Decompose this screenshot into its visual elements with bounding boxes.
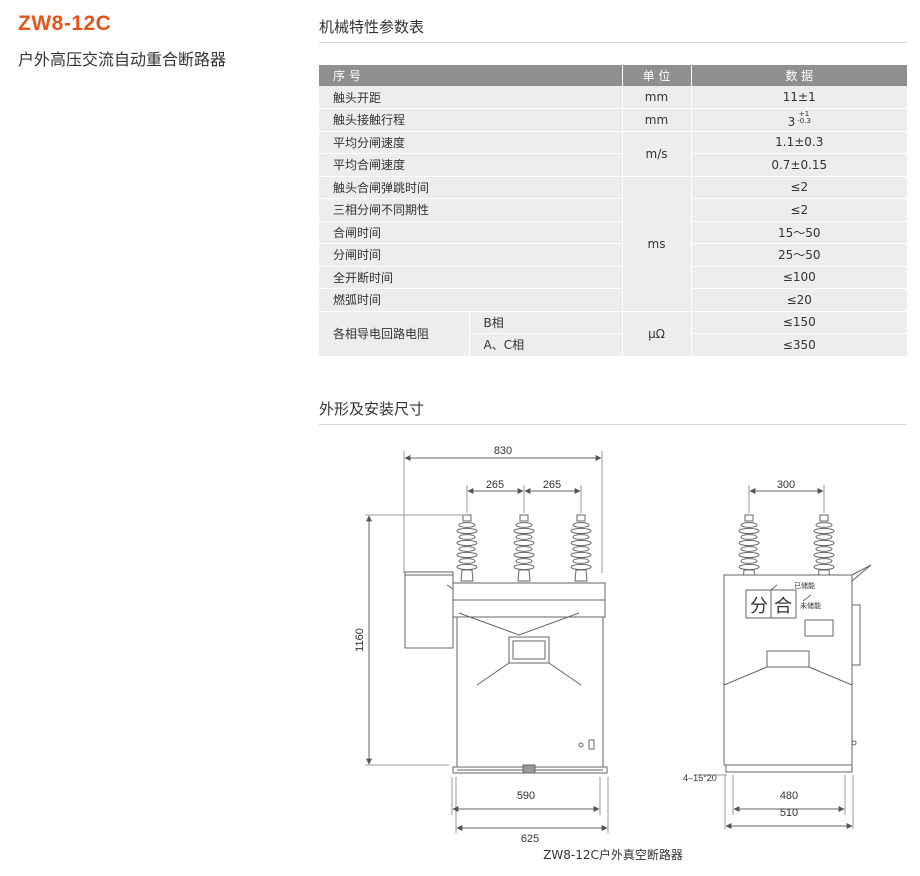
tolerance-minus: -0.3 — [797, 116, 811, 125]
table-row: 平均合闸速度 0.7±0.15 — [319, 153, 907, 177]
dim-front-height: 1160 — [354, 628, 366, 652]
param-unit: mm — [622, 108, 692, 132]
param-unit: μΩ — [622, 311, 692, 357]
table-row: 触头开距 mm 11±1 — [319, 86, 907, 109]
param-value: ≤20 — [691, 288, 907, 312]
drawing-caption: ZW8-12C户外真空断路器 — [543, 848, 683, 862]
param-unit: ms — [622, 176, 692, 312]
table-row: A、C相 ≤350 — [319, 333, 907, 357]
table-row: 分闸时间 25～50 — [319, 243, 907, 267]
params-heading-rule — [319, 42, 907, 43]
column-header-unit: 单 位 — [622, 65, 692, 86]
table-row: 平均分闸速度 m/s 1.1±0.3 — [319, 131, 907, 177]
tolerance: +1-0.3 — [797, 109, 811, 125]
param-subname: B相 — [469, 311, 623, 334]
param-name: 触头合闸弹跳时间 — [319, 176, 623, 199]
param-value: 1.1±0.3 — [691, 131, 907, 154]
table-row: 燃弧时间 ≤20 — [319, 288, 907, 312]
param-value: 25～50 — [691, 243, 907, 267]
param-subname: A、C相 — [469, 333, 623, 357]
table-row: 三相分闸不同期性 ≤2 — [319, 198, 907, 222]
param-unit: m/s — [622, 131, 692, 177]
table-row: 合闸时间 15～50 — [319, 221, 907, 244]
label-charged: 已储能 — [794, 581, 815, 590]
table-row: 触头合闸弹跳时间 ms ≤2 — [319, 176, 907, 312]
param-name: 平均合闸速度 — [319, 153, 623, 177]
table-row: 触头接触行程 mm 3+1-0.3 — [319, 108, 907, 132]
dim-side-mounting-holes: 4–15°20 — [683, 773, 717, 783]
param-value: 3+1-0.3 — [691, 108, 907, 132]
outline-drawing: 830 265 265 1160 590 625 300 分 合 已储能 未储能… — [354, 445, 872, 843]
param-name: 平均分闸速度 — [319, 131, 623, 154]
column-header-name: 序 号 — [319, 65, 623, 86]
column-header-value: 数 据 — [691, 65, 907, 86]
param-name: 全开断时间 — [319, 266, 623, 289]
param-value: 11±1 — [691, 86, 907, 109]
param-name: 触头接触行程 — [319, 108, 623, 132]
model-subtitle: 户外高压交流自动重合断路器 — [18, 50, 227, 69]
model-title: ZW8-12C — [18, 12, 112, 35]
dim-side-base-outer: 510 — [780, 807, 798, 819]
param-value: ≤100 — [691, 266, 907, 289]
params-heading: 机械特性参数表 — [319, 18, 425, 36]
panel-text-open: 分 — [750, 596, 768, 616]
param-value: ≤2 — [691, 198, 907, 222]
table-row: 全开断时间 ≤100 — [319, 266, 907, 289]
param-value: ≤150 — [691, 311, 907, 334]
param-value: ≤2 — [691, 176, 907, 199]
param-name: 合闸时间 — [319, 221, 623, 244]
dim-front-total-width: 830 — [494, 445, 512, 457]
side-view — [694, 485, 872, 829]
table-row: 各相导电回路电阻 B相 μΩ ≤150 — [319, 311, 907, 357]
table-header-row: 序 号 单 位 数 据 — [319, 65, 907, 86]
dim-front-pole-spacing-left: 265 — [486, 479, 504, 491]
param-name: 三相分闸不同期性 — [319, 198, 623, 222]
drawing-heading: 外形及安装尺寸 — [319, 400, 425, 418]
param-value: ≤350 — [691, 333, 907, 357]
param-value: 15～50 — [691, 221, 907, 244]
panel-text-close: 合 — [774, 596, 792, 616]
param-name: 燃弧时间 — [319, 288, 623, 312]
dim-side-base-inner: 480 — [780, 790, 798, 802]
param-name: 分闸时间 — [319, 243, 623, 267]
param-name: 各相导电回路电阻 — [319, 311, 470, 357]
label-uncharged: 未储能 — [800, 601, 821, 610]
dim-front-pole-spacing-right: 265 — [543, 479, 561, 491]
param-unit: mm — [622, 86, 692, 109]
param-value-main: 3 — [787, 114, 796, 129]
param-value: 0.7±0.15 — [691, 153, 907, 177]
dim-side-pole-spacing: 300 — [777, 479, 795, 491]
parameter-table: 序 号 单 位 数 据 触头开距 mm 11±1 触头接触行程 mm 3+1-0… — [319, 65, 907, 357]
dim-front-base-inner: 590 — [517, 790, 535, 802]
dim-front-base-outer: 625 — [521, 833, 539, 843]
front-view — [365, 451, 609, 833]
param-name: 触头开距 — [319, 86, 623, 109]
drawing-heading-rule — [319, 424, 907, 425]
tolerance-plus: +1 — [798, 109, 810, 118]
